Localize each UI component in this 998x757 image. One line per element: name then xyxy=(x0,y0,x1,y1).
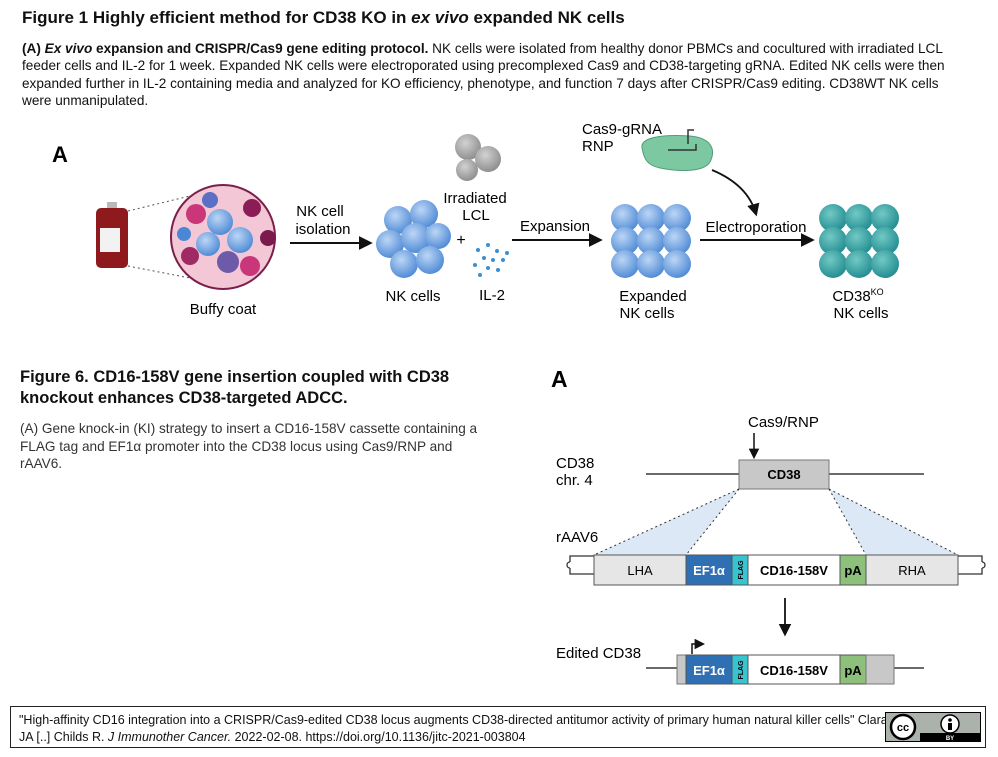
dotted-line-1 xyxy=(593,488,740,556)
expanded-nk-cell xyxy=(611,204,639,232)
buffy-coat-circle xyxy=(170,184,276,290)
cd38ko-nk-cell xyxy=(845,250,873,278)
figure6-panel-letter: A xyxy=(551,366,568,392)
label-nk-isolation-1: NK cell xyxy=(296,203,344,220)
label-irradiated-2: LCL xyxy=(462,207,490,224)
figure1-caption: (A) Ex vivo expansion and CRISPR/Cas9 ge… xyxy=(22,41,945,109)
label-il2: IL-2 xyxy=(479,287,505,304)
label-expanded-2: NK cells xyxy=(619,305,674,322)
expanded-nk-cell xyxy=(663,227,691,255)
label-buffy-coat: Buffy coat xyxy=(190,301,257,318)
label-cd16: CD16-158V xyxy=(760,563,828,578)
label-rnp: RNP xyxy=(582,138,614,155)
label-cd38-chr-1: CD38 xyxy=(556,455,594,472)
figure6-caption: (A) Gene knock-in (KI) strategy to inser… xyxy=(20,421,478,471)
label-electroporation: Electroporation xyxy=(706,219,807,236)
label-plus: + xyxy=(456,232,465,249)
expanded-nk-cell xyxy=(611,227,639,255)
label-nk-isolation-2: isolation xyxy=(295,221,350,238)
citation-text: "High-affinity CD16 integration into a C… xyxy=(19,713,888,744)
label-cd38-box: CD38 xyxy=(767,467,800,482)
figure1-panel-letter: A xyxy=(52,142,68,167)
cd38ko-nk-cell xyxy=(845,204,873,232)
label-rha: RHA xyxy=(898,563,926,578)
expanded-nk-cell xyxy=(663,250,691,278)
cd38ko-nk-cells-grid xyxy=(819,204,899,278)
label-ef1a: EF1α xyxy=(693,563,725,578)
dotted-line-4 xyxy=(828,488,959,556)
label-cas9-grna: Cas9-gRNA xyxy=(582,121,662,138)
citation-box: "High-affinity CD16 integration into a C… xyxy=(10,706,986,748)
lcl-cells-icon xyxy=(455,134,501,181)
label-cas9-rnp: Cas9/RNP xyxy=(748,414,819,431)
expanded-nk-cells-grid xyxy=(611,204,691,278)
expanded-nk-cell xyxy=(637,250,665,278)
il2-dots-icon xyxy=(473,243,509,277)
label-flag: FLAG xyxy=(738,560,745,580)
figure1-title: Figure 1 Highly efficient method for CD3… xyxy=(22,8,625,27)
label-irradiated-1: Irradiated xyxy=(443,190,506,207)
zoom-line-top xyxy=(127,195,191,212)
cd38ko-nk-cell xyxy=(871,227,899,255)
zoom-line-bottom xyxy=(127,265,191,279)
figure1-schematic: A Buffy coat NK cell isolation NK cel xyxy=(52,121,899,322)
expanded-nk-cell xyxy=(637,227,665,255)
cd38ko-nk-cell xyxy=(819,227,847,255)
expanded-nk-cell xyxy=(637,204,665,232)
label-lha: LHA xyxy=(627,563,653,578)
label-pa: pA xyxy=(844,563,862,578)
blood-bag-icon xyxy=(96,202,128,268)
label-raav6: rAAV6 xyxy=(556,529,598,546)
label-cd38ko-2: NK cells xyxy=(833,305,888,322)
lha-homology-shade xyxy=(594,489,739,555)
label-pa-edited: pA xyxy=(844,663,862,678)
expanded-nk-cell xyxy=(611,250,639,278)
itr-right xyxy=(958,555,986,575)
cd38ko-nk-cell xyxy=(871,204,899,232)
figure6-schematic: A Cas9/RNP CD38 chr. 4 CD38 rAAV6 LHA EF… xyxy=(551,366,986,685)
cc-by-license-badge[interactable]: cc BY xyxy=(885,712,981,742)
label-flag-edited: FLAG xyxy=(738,660,745,680)
figure6-title: Figure 6. CD16-158V gene insertion coupl… xyxy=(20,368,450,407)
dotted-line-2 xyxy=(685,488,740,556)
nk-cells-cluster xyxy=(376,200,451,278)
cd38-locus-box xyxy=(738,459,830,490)
cd38ko-nk-cell xyxy=(819,250,847,278)
cd38ko-nk-cell xyxy=(871,250,899,278)
label-cd38-chr-2: chr. 4 xyxy=(556,472,593,489)
promoter-arrow-icon xyxy=(691,638,706,654)
cd38ko-nk-cell xyxy=(819,204,847,232)
label-edited-cd38: Edited CD38 xyxy=(556,645,641,662)
label-expanded-1: Expanded xyxy=(619,288,687,305)
edited-construct xyxy=(676,654,895,685)
cc-by-icon: cc BY xyxy=(886,713,980,742)
label-cd16-edited: CD16-158V xyxy=(760,663,828,678)
arrow-rnp xyxy=(711,169,760,217)
cas9-rnp-icon xyxy=(641,129,713,171)
cc-label: cc xyxy=(897,722,909,734)
by-label: BY xyxy=(946,736,954,741)
label-cd38ko: CD38KO xyxy=(832,287,883,305)
label-ef1a-edited: EF1α xyxy=(693,663,725,678)
expanded-nk-cell xyxy=(663,204,691,232)
cd38ko-nk-cell xyxy=(845,227,873,255)
label-nk-cells: NK cells xyxy=(385,288,440,305)
itr-left xyxy=(566,555,594,575)
raav6-construct xyxy=(593,554,959,586)
label-expansion: Expansion xyxy=(520,218,590,235)
